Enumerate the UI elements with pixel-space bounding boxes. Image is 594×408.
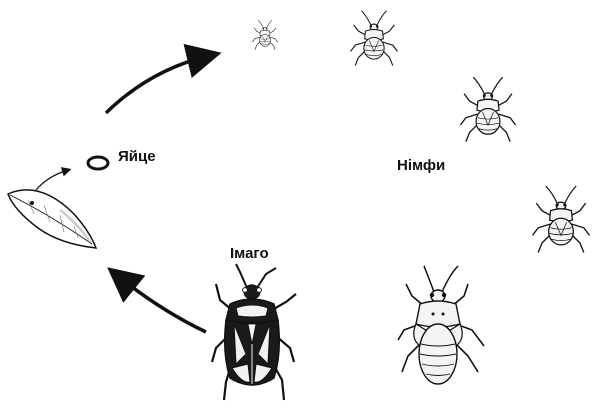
arrow-icon (106, 56, 208, 113)
arrow-icon (36, 170, 68, 190)
adult-label: Імаго (230, 245, 269, 262)
egg-label: Яйце (118, 148, 156, 165)
egg-icon (88, 157, 108, 169)
nymph-icon (533, 186, 590, 253)
nymph-icon (351, 11, 398, 66)
arrow-icon (118, 276, 206, 332)
nymph-icon (398, 266, 484, 384)
nymphs-label: Німфи (397, 157, 445, 174)
leaf-icon (8, 190, 96, 248)
nymph-icon (460, 77, 515, 141)
nymph-icon (252, 20, 277, 49)
adult-bug-icon (212, 264, 296, 400)
